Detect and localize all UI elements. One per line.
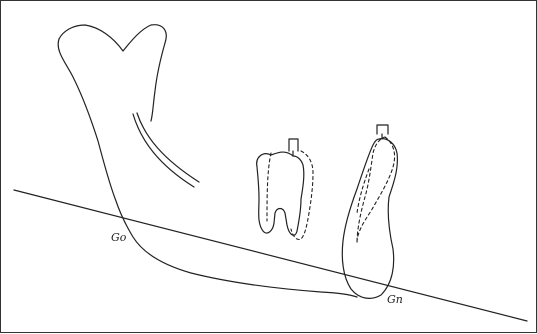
symphysis-outline bbox=[342, 139, 397, 299]
mandibular-plane-line bbox=[14, 190, 527, 321]
mandibular-canal-inner bbox=[137, 113, 199, 182]
mandible-outline bbox=[58, 39, 357, 297]
ramus-upper-edge bbox=[59, 25, 166, 121]
molar-outline bbox=[257, 152, 304, 235]
molar-marker bbox=[289, 139, 298, 151]
gnathion-label: Gn bbox=[387, 294, 403, 305]
symphysis-inner-dashed bbox=[357, 169, 369, 213]
gonion-label: Go bbox=[111, 232, 126, 243]
incisor-marker bbox=[377, 125, 388, 134]
